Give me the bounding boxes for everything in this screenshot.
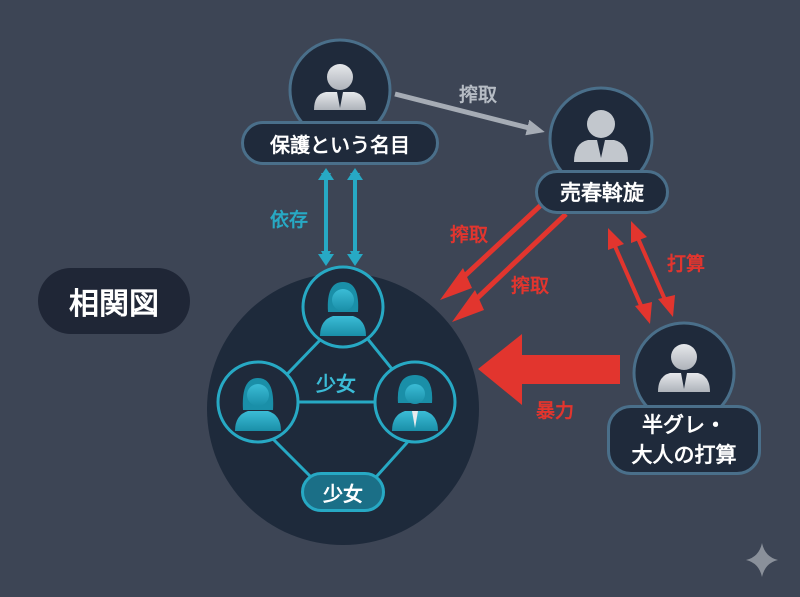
exploit-label-2: 搾取 [511, 275, 550, 297]
top-person-node [288, 38, 392, 142]
calculation-label: 打算 [667, 253, 706, 275]
top-node-label: 保護という名目 [241, 121, 439, 165]
gang-person-node [632, 321, 736, 425]
exploit-arrow-top-to-broker [394, 91, 545, 136]
man-icon [658, 344, 710, 392]
calculation-arrows [608, 221, 675, 324]
dependency-label: 依存 [270, 209, 309, 231]
bottom-girl-label: 少女 [301, 472, 385, 512]
girl-node-right [373, 360, 457, 444]
gang-node-label-line1: 半グレ・ [642, 413, 726, 437]
broker-node-label: 売春斡旋 [535, 170, 669, 214]
exploit-arrows-to-girls [440, 203, 568, 322]
violence-arrow [478, 334, 620, 405]
girl-node-top [301, 265, 385, 349]
exploit-label-top: 搾取 [459, 84, 498, 106]
violence-label: 暴力 [536, 400, 575, 422]
girls-group-circle [207, 273, 479, 545]
broker-person-node [548, 86, 654, 192]
dependency-arrows [318, 168, 363, 266]
diagram-title: 相関図 [38, 268, 190, 334]
girl-icon [320, 282, 366, 336]
girl-icon [392, 375, 438, 431]
exploit-label-1: 搾取 [450, 224, 489, 246]
center-girl-label: 少女 [316, 372, 356, 396]
gang-node-label: 半グレ・ 大人の打算 [607, 405, 761, 475]
girl-icon [235, 378, 281, 431]
man-icon [314, 64, 366, 110]
gang-node-label-line2: 大人の打算 [631, 443, 737, 467]
suit-man-icon [574, 110, 628, 162]
girl-node-left [216, 360, 300, 444]
sparkle-icon [746, 543, 778, 577]
